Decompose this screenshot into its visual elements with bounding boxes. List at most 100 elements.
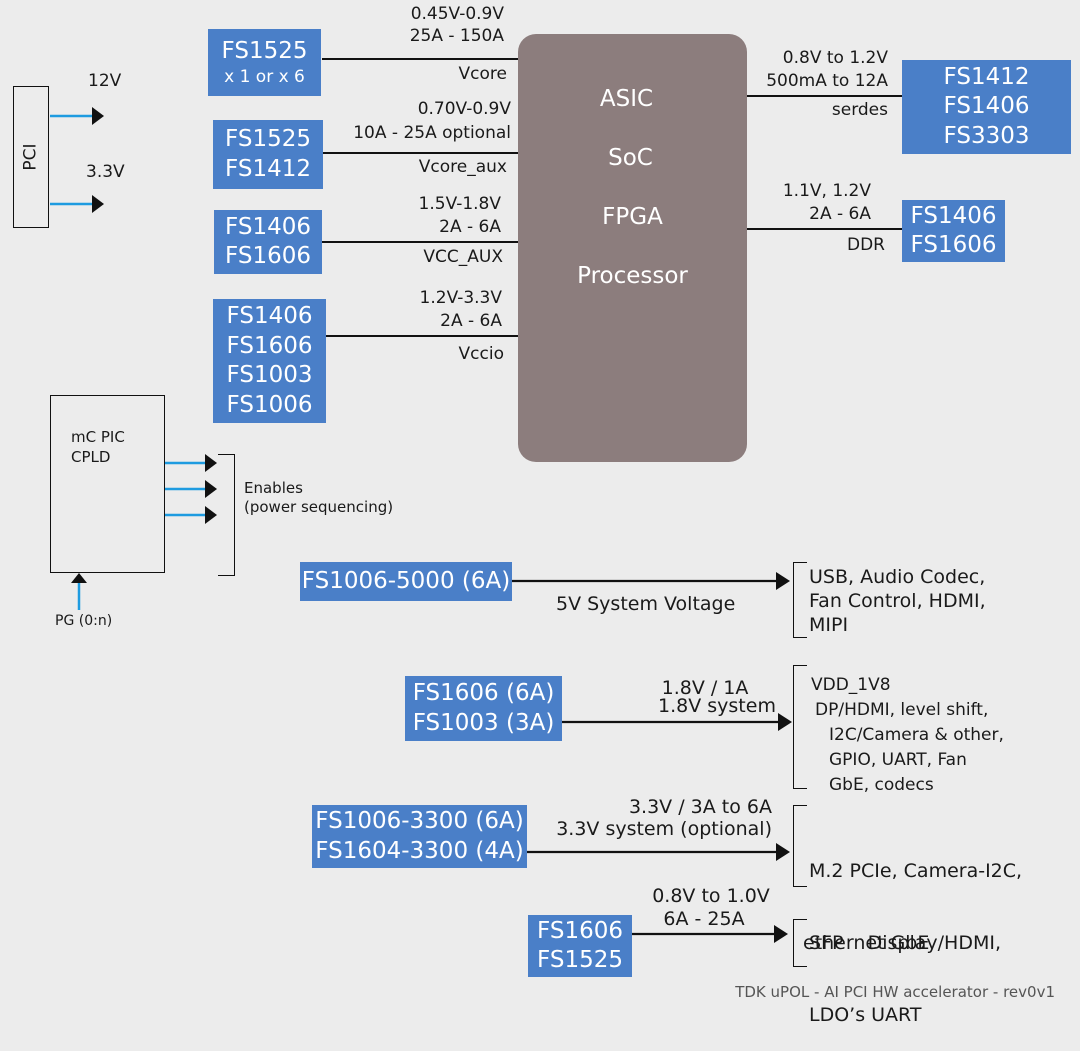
part-name: FS1606 <box>225 243 311 269</box>
rail-1v8-spec-system: 1.8V system <box>658 695 776 717</box>
part-block-ddr: FS1406 FS1606 <box>902 200 1005 262</box>
part-block-5v: FS1006-5000 (6A) <box>300 562 512 601</box>
load-item: Fan Control, HDMI, <box>809 590 986 612</box>
vcore-rail-name: Vcore <box>458 64 507 84</box>
rail-5v-loads-bracket <box>793 562 807 638</box>
part-block-serdes: FS1412 FS1406 FS3303 <box>902 60 1071 154</box>
load-item: I2C/Camera & other, <box>829 725 1004 745</box>
vccio-spec-current: 2A - 6A <box>440 311 502 331</box>
rail-3v3-spec-system: 3.3V system (optional) <box>556 818 772 840</box>
part-name: FS3303 <box>943 122 1030 149</box>
part-name: FS1406 <box>943 93 1030 120</box>
vccio-rail-name: Vccio <box>458 344 504 364</box>
load-item: GPIO, UART, Fan <box>829 750 967 770</box>
rail-gbe-spec-voltage: 0.8V to 1.0V <box>652 885 770 907</box>
ddr-spec-voltage: 1.1V, 1.2V <box>782 181 871 201</box>
pci-label: PCI <box>13 86 49 228</box>
part-name: FS1412 <box>225 155 311 182</box>
rail-gbe-loads: ethernet GbE <box>803 931 929 955</box>
core-line-processor: Processor <box>577 263 688 289</box>
part-block-1v8: FS1606 (6A) FS1003 (3A) <box>405 676 562 741</box>
part-name: FS1606 <box>910 232 997 258</box>
core-line-soc: SoC <box>608 145 653 171</box>
rail-1v8-spec-voltage: 1.8V / 1A <box>661 677 749 699</box>
vcc-aux-spec-current: 2A - 6A <box>439 217 501 237</box>
load-item: GbE, codecs <box>829 775 934 795</box>
pci-connector <box>13 86 49 228</box>
vcore-aux-spec-voltage: 0.70V-0.9V <box>417 99 511 119</box>
vcc-aux-rail-name: VCC_AUX <box>423 247 503 267</box>
part-name: FS1406 <box>225 213 311 240</box>
rail-gbe-spec-current: 6A - 25A <box>663 908 745 930</box>
part-block-vcore-aux: FS1525 FS1412 <box>213 120 323 189</box>
rail-5v-spec: 5V System Voltage <box>556 593 736 615</box>
pci-3v3-label: 3.3V <box>86 162 125 182</box>
load-item: VDD_1V8 <box>811 675 891 695</box>
part-name: FS1006 <box>226 391 313 418</box>
pci-12v-arrowhead <box>92 107 104 125</box>
enable-arrowhead-3 <box>205 506 217 524</box>
vccio-spec-voltage: 1.2V-3.3V <box>419 288 502 308</box>
ddr-spec-current: 2A - 6A <box>809 204 871 224</box>
serdes-rail-name: serdes <box>831 100 888 120</box>
load-item: USB, Audio Codec, <box>809 566 986 588</box>
part-name: FS1003 <box>226 362 313 388</box>
pci-3v3-arrowhead <box>92 195 104 213</box>
rail-1v8-arrowhead <box>778 713 792 731</box>
part-block-3v3: FS1006-3300 (6A) FS1604-3300 (4A) <box>312 805 527 868</box>
vcore-spec-current: 25A - 150A <box>409 26 504 46</box>
pci-label-text: PCI <box>20 143 41 171</box>
serdes-spec-voltage: 0.8V to 1.2V <box>782 48 888 68</box>
enables-label: Enables <box>244 479 303 497</box>
part-block-vccio: FS1406 FS1606 FS1003 FS1006 <box>213 299 326 423</box>
part-name: FS1003 (3A) <box>412 709 555 736</box>
rail-5v-loads: USB, Audio Codec, Fan Control, HDMI, MIP… <box>809 565 986 637</box>
connection-layer <box>50 58 902 943</box>
part-name: FS1525 <box>225 126 311 152</box>
rail-3v3-spec-voltage: 3.3V / 3A to 6A <box>628 796 772 818</box>
load-item: M.2 PCIe, Camera-I2C, <box>809 860 1023 882</box>
rail-1v8-loads: VDD_1V8 DP/HDMI, level shift, I2C/Camera… <box>811 673 1004 798</box>
part-name: FS1525 <box>537 947 623 973</box>
part-name: FS1525 <box>221 37 308 64</box>
part-block-vcc-aux: FS1406 FS1606 <box>214 210 322 274</box>
vcore-aux-spec-current: 10A - 25A optional <box>353 123 511 143</box>
rail-3v3-arrowhead <box>776 843 790 861</box>
part-count: x 1 or x 6 <box>224 67 305 88</box>
core-line-fpga: FPGA <box>602 204 663 230</box>
load-item: LDO’s UART <box>809 1004 922 1026</box>
controller-subtitle: CPLD <box>71 448 111 466</box>
part-name: FS1406 <box>910 202 997 229</box>
pg-label: PG (0:n) <box>55 613 113 629</box>
ddr-rail-name: DDR <box>847 235 885 255</box>
asic-soc-fpga-block: ASIC SoC FPGA Processor <box>518 34 747 462</box>
enable-arrowhead-1 <box>205 454 217 472</box>
core-line-asic: ASIC <box>599 86 654 112</box>
part-name: FS1604-3300 (4A) <box>315 837 524 864</box>
vcore-aux-rail-name: Vcore_aux <box>418 157 507 177</box>
serdes-spec-current: 500mA to 12A <box>766 71 888 91</box>
part-name: FS1412 <box>943 63 1030 90</box>
load-item: DP/HDMI, level shift, <box>815 700 989 720</box>
pg-arrowhead <box>71 573 87 583</box>
rail-3v3-loads-bracket <box>793 805 807 887</box>
part-name: FS1606 (6A) <box>412 680 555 706</box>
load-item: SFP Display/HDMI, <box>809 932 1001 954</box>
rail-5v-arrowhead <box>776 572 790 590</box>
part-block-vcore: FS1525 x 1 or x 6 <box>208 29 321 96</box>
enables-bracket <box>218 454 235 576</box>
load-item: MIPI <box>809 614 849 636</box>
vcore-spec-voltage: 0.45V-0.9V <box>410 4 504 24</box>
vcc-aux-spec-voltage: 1.5V-1.8V <box>418 194 501 214</box>
enable-arrowhead-2 <box>205 480 217 498</box>
load-item: ethernet GbE <box>803 932 930 954</box>
controller-block <box>50 395 165 573</box>
part-block-ethernet: FS1606 FS1525 <box>528 915 632 977</box>
part-name: FS1006-3300 (6A) <box>315 808 524 834</box>
pci-12v-label: 12V <box>88 71 122 91</box>
enables-note: (power sequencing) <box>244 498 394 516</box>
part-name: FS1006-5000 (6A) <box>301 567 511 594</box>
rail-1v8-loads-bracket <box>793 665 807 789</box>
diagram-footer: TDK uPOL - AI PCI HW accelerator - rev0v… <box>735 983 1055 1001</box>
part-name: FS1406 <box>226 303 313 329</box>
